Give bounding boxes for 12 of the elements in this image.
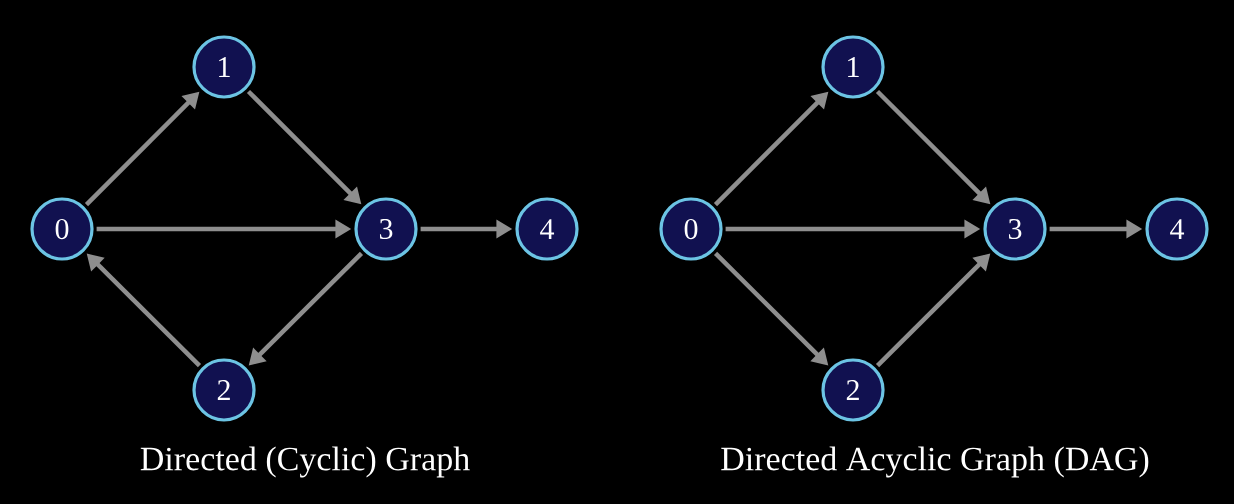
- graph-node: 4: [1145, 197, 1209, 261]
- graph-node: 4: [515, 197, 579, 261]
- graph-node: 2: [821, 358, 885, 422]
- graph-node: 1: [192, 35, 256, 99]
- graph-node: 2: [192, 358, 256, 422]
- graph-node: 1: [821, 35, 885, 99]
- graph-node: 3: [354, 197, 418, 261]
- graph-node: 0: [659, 197, 723, 261]
- graph-node: 3: [983, 197, 1047, 261]
- graph-node: 0: [30, 197, 94, 261]
- graph-caption: Directed Acyclic Graph (DAG): [721, 446, 1149, 478]
- graph-caption: Directed (Cyclic) Graph: [140, 446, 470, 478]
